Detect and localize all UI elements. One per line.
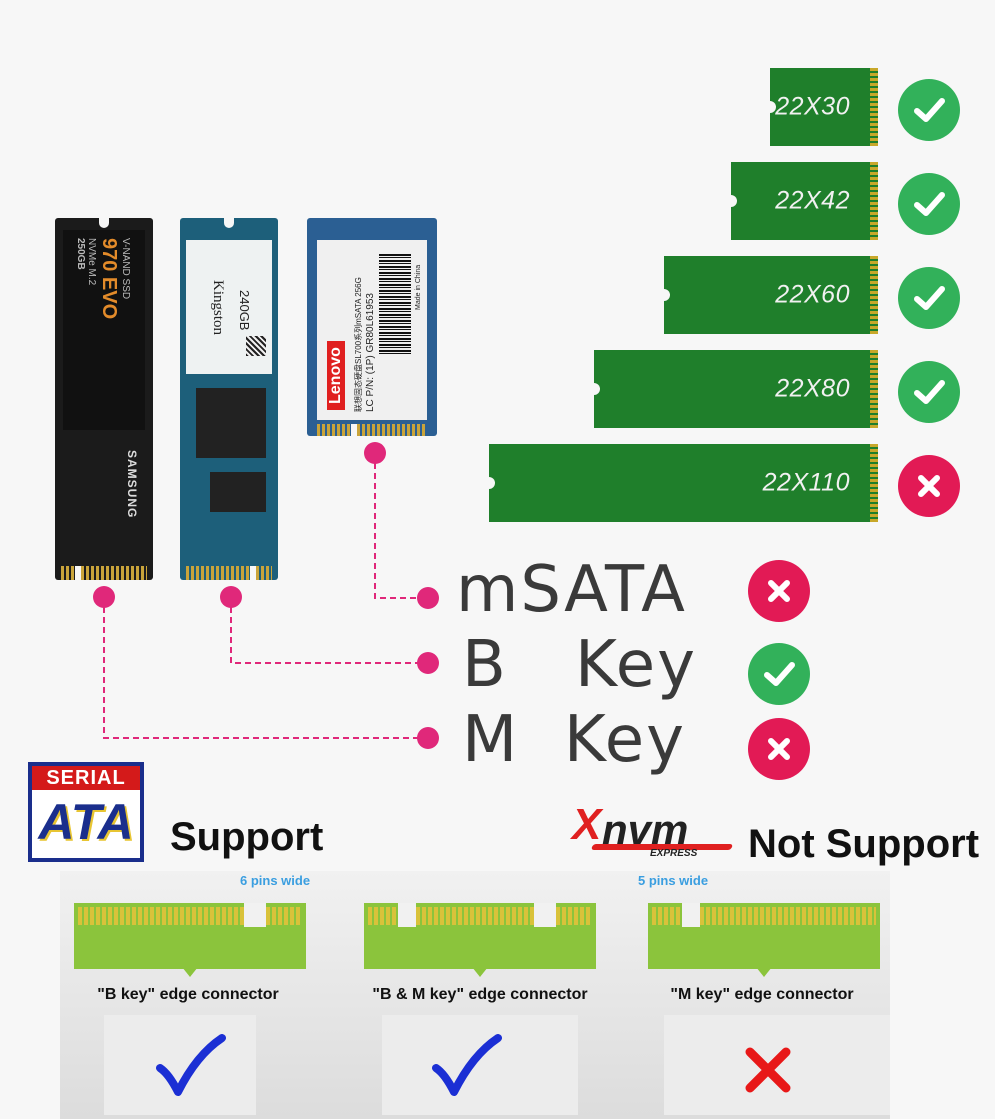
- size-stick-22x42: 22X42: [725, 162, 878, 240]
- x-mark-icon: X: [572, 800, 602, 849]
- m-key-connector-label: "M key" edge connector: [670, 986, 854, 1003]
- b-key-connector-diagram: [74, 903, 306, 977]
- m-key-connector-diagram: [648, 903, 880, 977]
- qr-code-icon: [246, 336, 266, 356]
- interface-label-b-key: B Key: [462, 628, 697, 702]
- checkmark-icon: [432, 1034, 502, 1096]
- cross-icon: [748, 718, 810, 780]
- connector-dot: [220, 586, 242, 608]
- red-cross-icon: [745, 1047, 791, 1093]
- size-stick-22x80: 22X80: [588, 350, 878, 428]
- bm-key-connector-diagram: [364, 903, 596, 977]
- connection-lines: [103, 453, 428, 739]
- size-label: 22X110: [762, 468, 850, 497]
- check-icon: [898, 267, 960, 329]
- barcode-icon: [379, 254, 411, 354]
- size-stick-22x110: 22X110: [483, 444, 878, 522]
- chip: [196, 388, 266, 458]
- m-key-pins-note: 5 pins wide: [638, 873, 709, 888]
- b-key-pins-note: 6 pins wide: [240, 873, 311, 888]
- bm-key-connector-label: "B & M key" edge connector: [372, 986, 588, 1003]
- check-icon: [898, 173, 960, 235]
- lenovo-msata-image: Lenovo 联想固态硬盘SL700系列mSATA 256G LC P/N: (…: [307, 218, 437, 436]
- cross-icon: [748, 560, 810, 622]
- size-label: 22X60: [775, 280, 850, 309]
- check-icon: [898, 79, 960, 141]
- kingston-ssd-image: Kingston 240GB: [180, 218, 278, 580]
- connector-dot: [417, 727, 439, 749]
- chip: [210, 472, 266, 512]
- nvm-logo-sub-text: EXPRESS: [650, 848, 698, 859]
- nvm-express-logo: X nvm EXPRESS: [572, 800, 742, 862]
- bm-key-result-cell: [382, 1015, 578, 1115]
- not-support-heading: Not Support: [748, 822, 980, 866]
- size-label: 22X42: [775, 186, 850, 215]
- size-stick-22x30: 22X30: [764, 68, 878, 146]
- cross-icon: [898, 455, 960, 517]
- b-key-result-cell: [104, 1015, 256, 1115]
- sata-logo-main-text: ATA: [38, 794, 134, 850]
- check-icon: [898, 361, 960, 423]
- size-label: 22X30: [775, 92, 850, 121]
- interface-label-msata: mSATA: [456, 553, 687, 627]
- size-stick-22x60: 22X60: [658, 256, 878, 334]
- checkmark-icon: [156, 1034, 226, 1096]
- interface-label-m-key: M Key: [462, 703, 686, 777]
- b-key-connector-label: "B key" edge connector: [97, 986, 279, 1003]
- connector-dot: [417, 587, 439, 609]
- check-icon: [748, 643, 810, 705]
- samsung-ssd-image: V-NAND SSD 970 EVO NVMe M.2 250GB SAMSUN…: [55, 218, 153, 580]
- support-heading: Support: [170, 815, 324, 859]
- connector-dot: [93, 586, 115, 608]
- connector-dot: [417, 652, 439, 674]
- connector-dot: [364, 442, 386, 464]
- sata-logo-top-text: SERIAL: [32, 766, 140, 790]
- sata-logo: SERIAL ATA: [28, 762, 144, 862]
- size-label: 22X80: [775, 374, 850, 403]
